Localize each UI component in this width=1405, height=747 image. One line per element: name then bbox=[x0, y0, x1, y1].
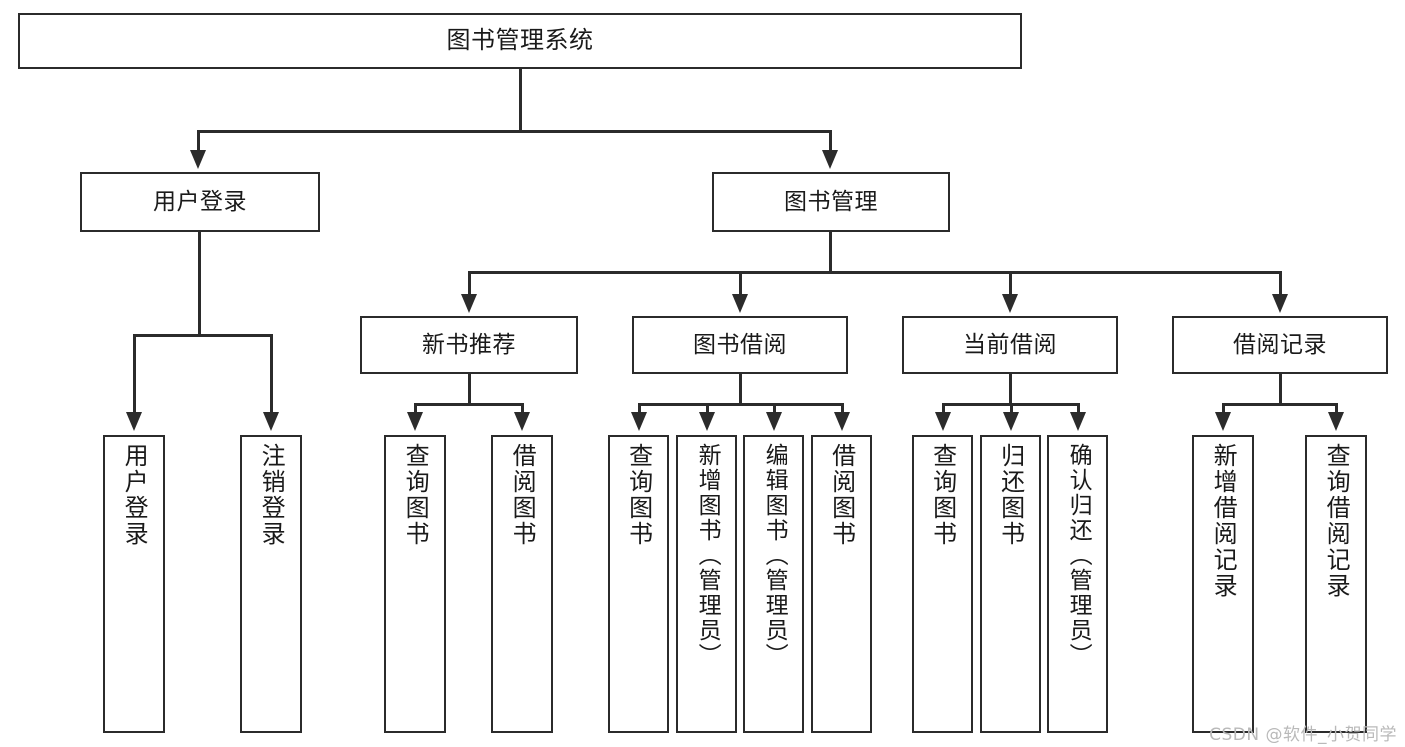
connector-drop-br-1 bbox=[1222, 403, 1225, 417]
arrowhead-br-query-record bbox=[1328, 412, 1344, 431]
leaf-bb-edit-book[interactable]: 编辑图书（管理员） bbox=[743, 435, 804, 733]
connector-borrow-record-bus bbox=[1222, 403, 1337, 406]
node-label: 新增图书（管理员） bbox=[694, 443, 721, 668]
connector-drop-leaf-user-login bbox=[133, 334, 136, 416]
connector-drop-cb-2 bbox=[1010, 403, 1013, 417]
connector-user-login-bus bbox=[133, 334, 273, 337]
leaf-br-add-record[interactable]: 新增借阅记录 bbox=[1192, 435, 1254, 733]
node-label: 图书借阅 bbox=[693, 331, 787, 358]
node-label: 确认归还（管理员） bbox=[1065, 443, 1092, 668]
arrowhead-borrow-record bbox=[1272, 294, 1288, 313]
connector-drop-bb-4 bbox=[841, 403, 844, 417]
connector-drop-borrow-record bbox=[1279, 271, 1282, 297]
leaf-br-query-record[interactable]: 查询借阅记录 bbox=[1305, 435, 1367, 733]
arrowhead-bb-query-book bbox=[631, 412, 647, 431]
leaf-user-login[interactable]: 用户登录 bbox=[103, 435, 165, 733]
node-label: 查询图书 bbox=[401, 443, 430, 547]
node-label: 图书管理系统 bbox=[446, 26, 594, 55]
arrowhead-book-management bbox=[822, 150, 838, 169]
node-label: 新书推荐 bbox=[422, 331, 516, 358]
connector-root-stem bbox=[519, 69, 522, 131]
arrowhead-cb-query-book bbox=[935, 412, 951, 431]
connector-book-management-stem bbox=[829, 232, 832, 274]
leaf-bb-borrow-book[interactable]: 借阅图书 bbox=[811, 435, 872, 733]
connector-user-login-stem bbox=[198, 232, 201, 336]
leaf-cb-query-book[interactable]: 查询图书 bbox=[912, 435, 973, 733]
node-label: 注销登录 bbox=[257, 443, 286, 547]
connector-drop-book-management bbox=[829, 130, 832, 154]
node-label: 图书管理 bbox=[784, 188, 878, 215]
arrowhead-leaf-user-login bbox=[126, 412, 142, 431]
node-book-management[interactable]: 图书管理 bbox=[712, 172, 950, 232]
node-new-book-recommend[interactable]: 新书推荐 bbox=[360, 316, 578, 374]
connector-drop-bb-3 bbox=[773, 403, 776, 417]
node-label: 新增借阅记录 bbox=[1209, 443, 1238, 599]
connector-drop-nb-2 bbox=[521, 403, 524, 417]
node-label: 查询图书 bbox=[624, 443, 653, 547]
node-book-borrow[interactable]: 图书借阅 bbox=[632, 316, 848, 374]
leaf-bb-add-book[interactable]: 新增图书（管理员） bbox=[676, 435, 737, 733]
connector-borrow-record-stem bbox=[1279, 374, 1282, 405]
connector-level3-bus bbox=[468, 271, 1281, 274]
csdn-watermark: CSDN @软件_小贺同学 bbox=[1209, 725, 1397, 745]
node-label: 归还图书 bbox=[996, 443, 1025, 547]
connector-drop-new-book bbox=[468, 271, 471, 297]
node-current-borrow[interactable]: 当前借阅 bbox=[902, 316, 1118, 374]
node-label: 借阅图书 bbox=[508, 443, 537, 547]
leaf-bb-query-book[interactable]: 查询图书 bbox=[608, 435, 669, 733]
connector-drop-leaf-logout bbox=[270, 334, 273, 416]
node-label: 借阅图书 bbox=[827, 443, 856, 547]
connector-drop-nb-1 bbox=[414, 403, 417, 417]
arrowhead-nb-query-book bbox=[407, 412, 423, 431]
connector-drop-bb-2 bbox=[706, 403, 709, 417]
arrowhead-user-login bbox=[190, 150, 206, 169]
arrowhead-book-borrow bbox=[732, 294, 748, 313]
arrowhead-bb-borrow-book bbox=[834, 412, 850, 431]
arrowhead-current-borrow bbox=[1002, 294, 1018, 313]
node-label: 编辑图书（管理员） bbox=[761, 443, 788, 668]
arrowhead-nb-borrow-book bbox=[514, 412, 530, 431]
connector-book-borrow-bus bbox=[638, 403, 843, 406]
leaf-nb-query-book[interactable]: 查询图书 bbox=[384, 435, 446, 733]
arrowhead-br-add-record bbox=[1215, 412, 1231, 431]
leaf-logout[interactable]: 注销登录 bbox=[240, 435, 302, 733]
node-label: 用户登录 bbox=[120, 443, 149, 547]
connector-book-borrow-stem bbox=[739, 374, 742, 405]
leaf-cb-confirm-return[interactable]: 确认归还（管理员） bbox=[1047, 435, 1108, 733]
connector-drop-cb-1 bbox=[942, 403, 945, 417]
connector-current-borrow-stem bbox=[1009, 374, 1012, 405]
node-borrow-record[interactable]: 借阅记录 bbox=[1172, 316, 1388, 374]
connector-new-book-stem bbox=[468, 374, 471, 405]
connector-drop-current-borrow bbox=[1009, 271, 1012, 297]
arrowhead-leaf-logout bbox=[263, 412, 279, 431]
node-label: 借阅记录 bbox=[1233, 331, 1327, 358]
leaf-nb-borrow-book[interactable]: 借阅图书 bbox=[491, 435, 553, 733]
arrowhead-new-book-recommend bbox=[461, 294, 477, 313]
arrowhead-cb-return-book bbox=[1003, 412, 1019, 431]
node-label: 查询图书 bbox=[928, 443, 957, 547]
connector-level2-bus bbox=[197, 130, 832, 133]
connector-new-book-bus bbox=[414, 403, 524, 406]
node-label: 当前借阅 bbox=[963, 331, 1057, 358]
node-label: 用户登录 bbox=[153, 188, 247, 215]
connector-drop-cb-3 bbox=[1077, 403, 1080, 417]
node-label: 查询借阅记录 bbox=[1322, 443, 1351, 599]
connector-drop-br-2 bbox=[1335, 403, 1338, 417]
connector-drop-book-borrow bbox=[739, 271, 742, 297]
arrowhead-bb-edit-book bbox=[766, 412, 782, 431]
connector-drop-bb-1 bbox=[638, 403, 641, 417]
node-book-management-system[interactable]: 图书管理系统 bbox=[18, 13, 1022, 69]
leaf-cb-return-book[interactable]: 归还图书 bbox=[980, 435, 1041, 733]
node-user-login[interactable]: 用户登录 bbox=[80, 172, 320, 232]
arrowhead-bb-add-book bbox=[699, 412, 715, 431]
arrowhead-cb-confirm-return bbox=[1070, 412, 1086, 431]
connector-drop-user-login bbox=[197, 130, 200, 154]
